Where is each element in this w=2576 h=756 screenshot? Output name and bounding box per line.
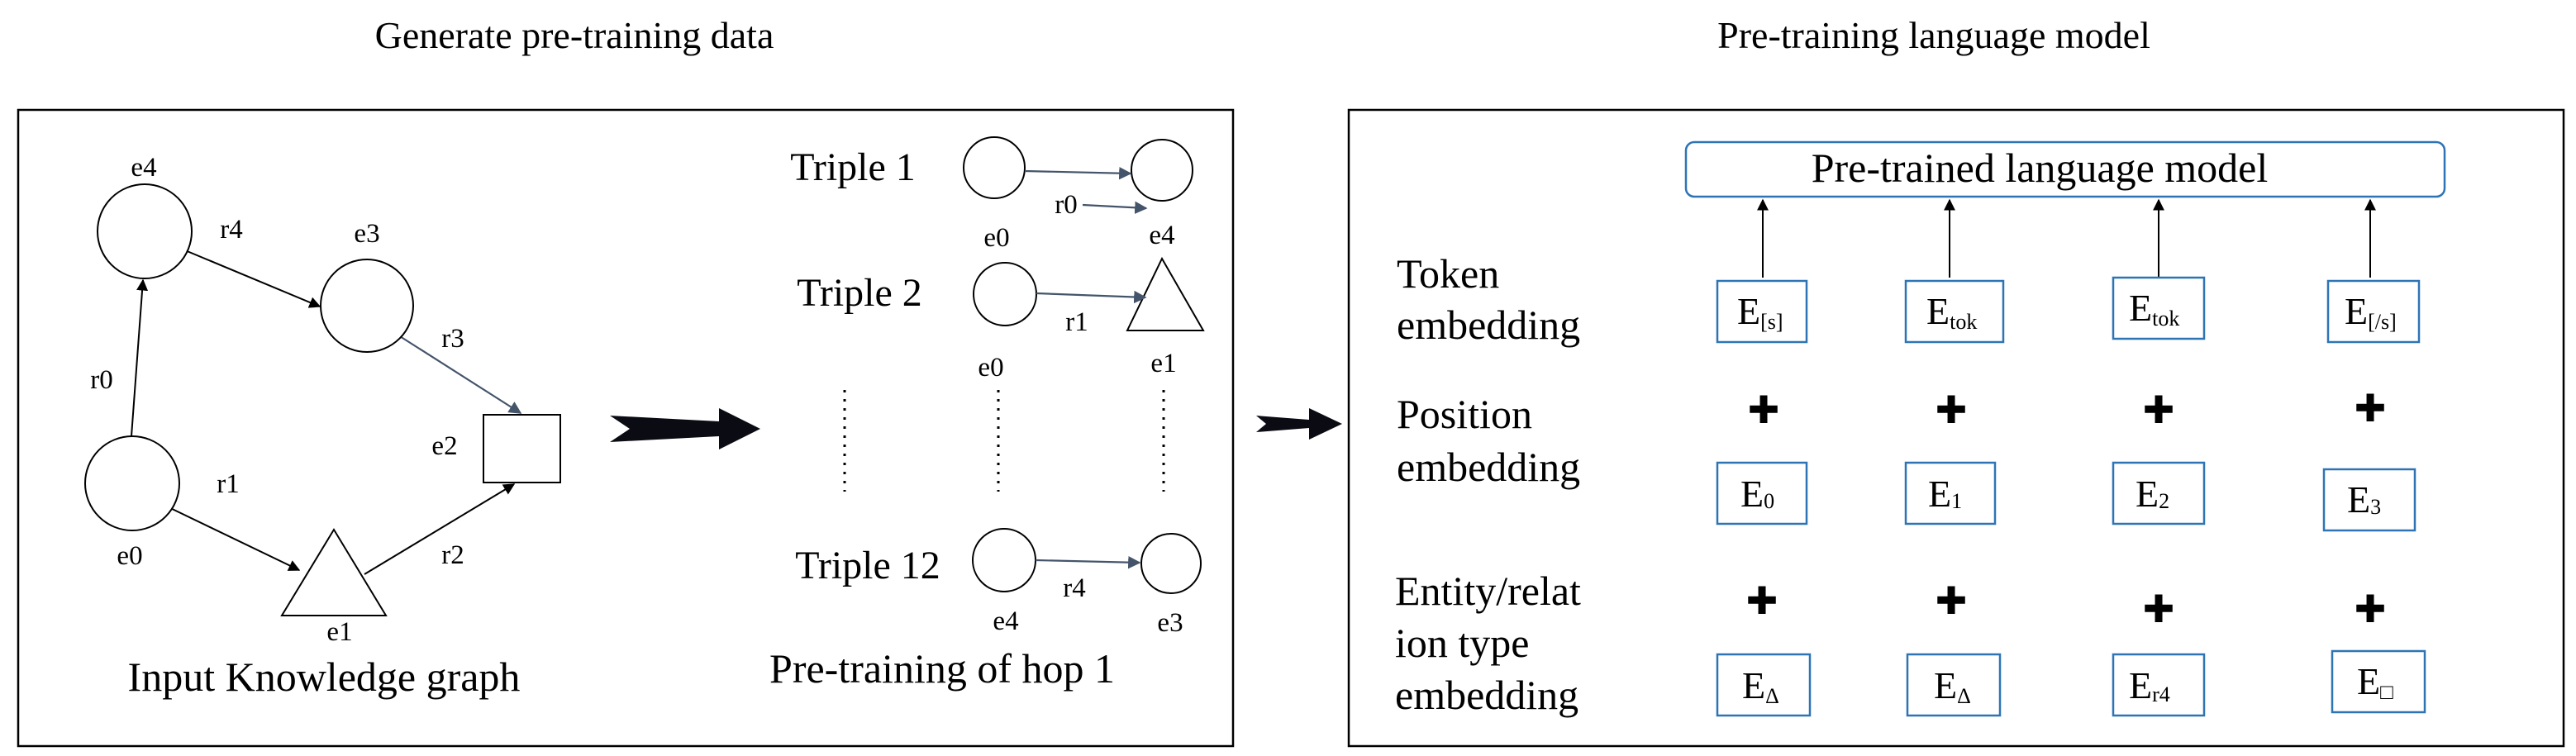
label-e1: e1 (326, 617, 352, 647)
triple-1-tail-label: e4 (1149, 221, 1174, 250)
position-embedding-box-1 (1716, 461, 1808, 525)
label-e4: e4 (131, 153, 156, 183)
type-embedding-2: EΔ (1934, 664, 1971, 708)
plus-sign: ✚ (1746, 580, 1778, 622)
plus-sign: ✚ (2355, 588, 2387, 630)
triple-1-relation-label: r0 (1055, 190, 1078, 220)
row-label-token-1: Token (1397, 250, 1499, 297)
row-label-type-3: embedding (1395, 672, 1578, 718)
node-e2 (483, 414, 561, 483)
node-e4 (97, 183, 193, 279)
triple-2-edge (1036, 290, 1147, 304)
triple-12-tail-label: e3 (1157, 608, 1183, 638)
triple-1-edge-a (1024, 166, 1132, 180)
right-section-title: Pre-training language model (1717, 14, 2150, 56)
triple-2-tail-label: e1 (1150, 349, 1176, 378)
position-embedding-box-2 (1904, 461, 1997, 525)
generate-data-panel (17, 108, 1235, 748)
type-embedding-1: EΔ (1742, 664, 1779, 708)
triple-2-head (973, 262, 1037, 326)
label-r1: r1 (217, 469, 240, 499)
token-embedding-box-2 (1904, 279, 2005, 344)
row-label-position-1: Position (1397, 391, 1532, 437)
row-label-type-1: Entity/relat (1395, 568, 1581, 614)
triple-1-label: Triple 1 (790, 145, 916, 189)
plus-sign: ✚ (1936, 580, 1968, 622)
token-embedding-1: E[s] (1737, 290, 1783, 334)
label-r3: r3 (441, 324, 464, 354)
edge-r3 (393, 331, 522, 414)
position-embedding-1: E0 (1740, 473, 1774, 515)
triple-1-tail (1131, 139, 1193, 202)
type-embedding-box-4 (2331, 649, 2426, 714)
triple-12-label: Triple 12 (795, 544, 940, 587)
edge-r1 (164, 505, 301, 571)
row-label-type-2: ion type (1395, 620, 1529, 666)
node-e3 (320, 259, 414, 353)
position-embedding-2: E1 (1928, 473, 1962, 515)
plus-sign: ✚ (2143, 389, 2175, 431)
label-e0: e0 (117, 541, 142, 571)
label-r0: r0 (90, 365, 113, 395)
triple-12-edge (1035, 555, 1141, 569)
position-embedding-3: E2 (2136, 473, 2169, 515)
plus-sign: ✚ (2143, 588, 2175, 630)
token-embedding-4: E[/s] (2345, 290, 2397, 334)
plus-sign: ✚ (1936, 389, 1968, 431)
left-section-title: Generate pre-training data (375, 14, 774, 56)
label-r4: r4 (220, 215, 243, 245)
language-model-panel (1347, 108, 2565, 748)
triple-12-head-label: e4 (993, 606, 1018, 636)
node-e0 (84, 435, 180, 531)
triple-2-label: Triple 2 (797, 271, 922, 315)
triple-1-head-label: e0 (983, 223, 1009, 253)
label-r2: r2 (441, 540, 464, 570)
token-embedding-2: Etok (1926, 290, 1977, 334)
type-embedding-3: Er4 (2129, 664, 2170, 706)
triple-1-head (963, 136, 1026, 199)
edge-r2 (364, 483, 516, 575)
edge-r0 (131, 278, 149, 437)
triple-2-relation-label: r1 (1065, 307, 1088, 337)
position-embedding-box-3 (2112, 461, 2206, 525)
big-arrow-2 (1256, 408, 1342, 440)
row-label-position-2: embedding (1397, 444, 1580, 490)
label-e3: e3 (354, 219, 379, 249)
triple-12-head (972, 528, 1036, 592)
type-embedding-4: E□ (2357, 660, 2393, 704)
type-embedding-box-1 (1716, 653, 1812, 717)
node-e1 (280, 528, 388, 616)
plus-sign: ✚ (1748, 389, 1780, 431)
row-label-token-2: embedding (1397, 302, 1580, 348)
edge-r4 (184, 250, 321, 308)
triple-12-relation-label: r4 (1063, 573, 1086, 603)
knowledge-graph-caption: Input Knowledge graph (128, 654, 521, 700)
big-arrow-1 (610, 408, 760, 449)
pretrained-lm-box (1684, 140, 2446, 198)
token-embedding-box-4 (2326, 279, 2421, 344)
pretrained-lm-label: Pre-trained language model (1812, 145, 2269, 191)
position-embedding-4: E3 (2347, 478, 2381, 521)
token-embedding-3: Etok (2129, 287, 2179, 330)
type-embedding-box-3 (2112, 653, 2206, 717)
triples-caption: Pre-training of hop 1 (769, 645, 1115, 692)
token-embedding-box-1 (1716, 279, 1808, 344)
label-e2: e2 (431, 431, 457, 461)
triple-2-head-label: e0 (978, 353, 1003, 383)
position-embedding-box-4 (2322, 468, 2416, 532)
plus-sign: ✚ (2355, 388, 2387, 430)
triple-12-tail (1140, 533, 1202, 594)
triple-1-edge-b (1082, 201, 1148, 214)
type-embedding-box-2 (1906, 653, 2002, 717)
token-embedding-box-3 (2112, 276, 2206, 340)
